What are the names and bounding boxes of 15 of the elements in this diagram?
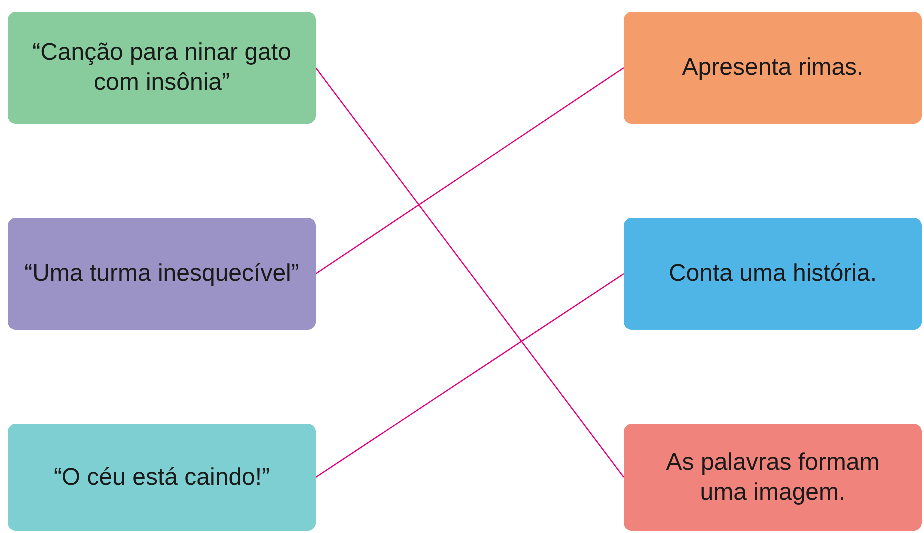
text-box	[8, 218, 316, 330]
text-box	[624, 424, 922, 531]
text-box	[8, 424, 316, 531]
box-text: “Canção para ninar gato com insônia”	[32, 38, 292, 98]
box-text: As palavras formam uma imagem.	[665, 448, 881, 508]
box-text: “O céu está caindo!”	[54, 462, 270, 492]
text-box	[624, 218, 922, 330]
connector-line	[316, 274, 624, 478]
text-box	[8, 12, 316, 124]
box-text: Conta uma história.	[668, 259, 878, 289]
connector-line	[316, 68, 624, 274]
box-text: “Uma turma inesquecível”	[24, 259, 300, 289]
text-box	[624, 12, 922, 124]
connector-line	[316, 68, 624, 478]
box-text: Apresenta rimas.	[682, 53, 864, 83]
